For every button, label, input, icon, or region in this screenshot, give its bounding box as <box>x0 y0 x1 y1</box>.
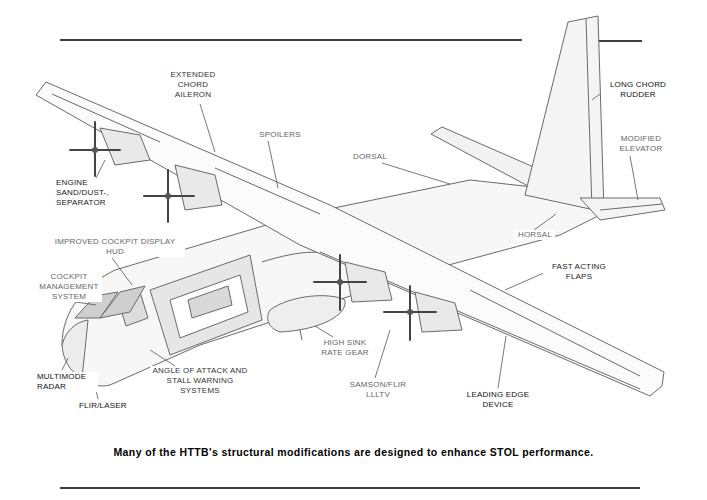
callout-label: MODIFIED ELEVATOR <box>612 134 670 154</box>
callout-label: IMPROVED COCKPIT DISPLAY HUD <box>45 237 185 257</box>
figure-caption: Many of the HTTB's structural modificati… <box>0 446 707 458</box>
callout-label: HIGH SINK RATE GEAR <box>320 338 370 358</box>
callout-label: DORSAL <box>350 152 390 162</box>
callout-label: COCKPIT MANAGEMENT SYSTEM <box>36 272 102 302</box>
callout-label: FLIR/LASER <box>78 401 138 411</box>
callout-label: FAST ACTING FLAPS <box>543 262 615 282</box>
callout-label: LEADING EDGE DEVICE <box>455 390 541 410</box>
callout-label: HORSAL <box>515 230 555 240</box>
callout-label: SAMSON/FLIR LLLTV <box>342 380 414 400</box>
callout-label: MULTIMODE RADAR <box>36 372 98 392</box>
callout-label: SPOILERS <box>255 130 305 140</box>
callout-label: ANGLE OF ATTACK AND STALL WARNING SYSTEM… <box>150 366 250 396</box>
callout-label: LONG CHORD RUDDER <box>602 80 674 100</box>
callout-label: EXTENDED CHORD AILERON <box>162 70 224 100</box>
callout-label: ENGINE SAND/DUST-, SEPARATOR <box>55 178 127 208</box>
